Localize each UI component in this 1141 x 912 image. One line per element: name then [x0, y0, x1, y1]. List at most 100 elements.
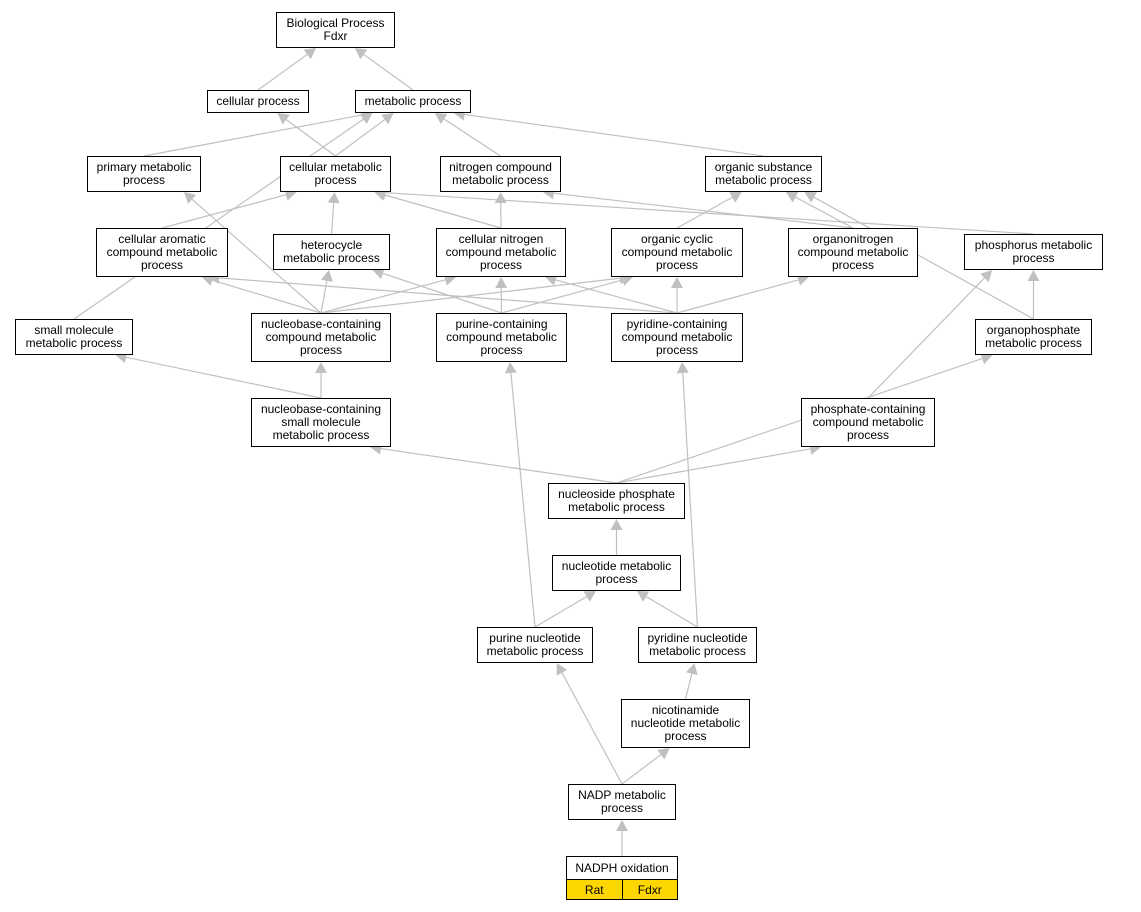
- node-nucleotide-metabolic-process[interactable]: nucleotide metabolic process: [552, 555, 681, 591]
- node-cellular-metabolic-process[interactable]: cellular metabolic process: [280, 156, 391, 192]
- edge-pyridine_containing-to-cellular_aromatic: [219, 277, 678, 314]
- arrowhead-pyridine_nucleotide-to-pyridine_containing: [676, 362, 689, 374]
- arrowhead-nucleoside_phosphate-to-organophosphate: [980, 352, 993, 365]
- node-pyridine-nucleotide-metabolic-process[interactable]: pyridine nucleotide metabolic process: [638, 627, 757, 663]
- edge-phosphorus-to-cellular_metabolic: [385, 192, 1034, 235]
- edge-cellular_metabolic-to-metabolic_process: [335, 119, 386, 157]
- arrowhead-phosphate_containing-to-phosphorus: [980, 270, 993, 283]
- arrowhead-organophosphate-to-phosphorus: [1027, 270, 1040, 281]
- node-phosphate-containing-compound-metabolic-process[interactable]: phosphate-containing compound metabolic …: [801, 398, 935, 447]
- node-phosphorus-metabolic-process[interactable]: phosphorus metabolic process: [964, 234, 1103, 270]
- edge-nucleoside_phosphate-to-phosphate_containing: [616, 448, 811, 484]
- arrowhead-organonitrogen-to-organic_substance: [785, 191, 799, 203]
- node-biological-process-fdxr[interactable]: Biological Process Fdxr: [276, 12, 395, 48]
- edge-nucleobase_compound-to-organic_cyclic: [320, 277, 620, 314]
- edge-pyridine_containing-to-organonitrogen: [676, 279, 799, 314]
- node-cellular-process[interactable]: cellular process: [207, 90, 309, 113]
- edge-pyridine_nucleotide-to-pyridine_containing: [682, 372, 699, 628]
- node-small-molecule-metabolic-process[interactable]: small molecule metabolic process: [15, 319, 133, 355]
- arrowhead-purine_containing-to-organic_cyclic: [620, 274, 634, 286]
- node-nadp-metabolic-process[interactable]: NADP metabolic process: [568, 784, 676, 820]
- node-organophosphate-metabolic-process[interactable]: organophosphate metabolic process: [975, 319, 1092, 355]
- edge-purine_nucleotide-to-purine_containing: [510, 372, 536, 628]
- arrowhead-nucleobase_compound-to-heterocycle: [320, 270, 333, 282]
- arrowhead-nadp-to-purine_nucleotide: [556, 663, 568, 676]
- arrowhead-nitrogen_compound-to-metabolic_process: [434, 113, 448, 125]
- node-label: cellular process: [216, 94, 300, 108]
- node-purine-containing-compound-metabolic-process[interactable]: purine-containing compound metabolic pro…: [436, 313, 567, 362]
- node-organonitrogen-compound-metabolic-process[interactable]: organonitrogen compound metabolic proces…: [788, 228, 918, 277]
- edge-pyridine_containing-to-cellular_nitrogen: [555, 279, 678, 314]
- edge-nucleoside_phosphate-to-organophosphate: [616, 357, 983, 484]
- node-label: primary metabolic process: [96, 160, 192, 187]
- edge-cellular_nitrogen-to-cellular_metabolic: [384, 194, 502, 229]
- arrowhead-cellular_metabolic-to-cellular_process: [277, 113, 290, 125]
- arrowhead-organophosphate-to-organic_substance: [804, 192, 817, 203]
- edge-purine_nucleotide-to-nucleotide: [534, 596, 587, 628]
- node-nucleobase-containing-compound-metabolic-process[interactable]: nucleobase-containing compound metabolic…: [251, 313, 391, 362]
- node-label: NADP metabolic process: [578, 788, 666, 815]
- node-label: metabolic process: [364, 94, 462, 108]
- arrowhead-leaf-to-nadp: [616, 820, 628, 831]
- node-cellular-nitrogen-compound-metabolic-process[interactable]: cellular nitrogen compound metabolic pro…: [436, 228, 566, 277]
- edge-nucleobase_small-to-small_molecule: [125, 356, 322, 399]
- tag-rat[interactable]: Rat: [567, 880, 622, 899]
- edge-nucleobase_compound-to-primary_metabolic: [191, 198, 322, 314]
- node-label: organic substance metabolic process: [714, 160, 813, 187]
- tag-fdxr[interactable]: Fdxr: [621, 880, 677, 899]
- arrowhead-pyridine_containing-to-organic_cyclic: [671, 277, 683, 288]
- edge-nucleobase_compound-to-cellular_aromatic: [212, 279, 322, 314]
- edge-nadp-to-nicotinamide: [621, 754, 662, 785]
- node-label: nucleobase-containing small molecule met…: [260, 402, 382, 442]
- node-label: small molecule metabolic process: [25, 323, 123, 350]
- node-label: nucleoside phosphate metabolic process: [558, 487, 675, 514]
- node-label: organic cyclic compound metabolic proces…: [621, 232, 733, 272]
- arrowhead-cellular_nitrogen-to-nitrogen_compound: [494, 192, 507, 204]
- node-label: cellular nitrogen compound metabolic pro…: [445, 232, 557, 272]
- arrowhead-nucleobase_small-to-nucleobase_compound: [315, 362, 327, 373]
- arrowhead-nadp-to-nicotinamide: [657, 748, 670, 760]
- node-nucleoside-phosphate-metabolic-process[interactable]: nucleoside phosphate metabolic process: [548, 483, 685, 519]
- edge-nucleoside_phosphate-to-nucleobase_small: [380, 447, 617, 484]
- arrowhead-purine_nucleotide-to-nucleotide: [583, 591, 597, 602]
- edge-metabolic_process-to-root: [363, 53, 414, 91]
- arrowhead-pyridine_nucleotide-to-nucleotide: [636, 591, 650, 602]
- node-label: phosphorus metabolic process: [974, 238, 1093, 265]
- node-metabolic-process[interactable]: metabolic process: [355, 90, 471, 113]
- arrowhead-pyridine_containing-to-cellular_nitrogen: [545, 274, 558, 286]
- node-label: nitrogen compound metabolic process: [449, 160, 552, 187]
- node-nadph-oxidation[interactable]: NADPH oxidation Rat Fdxr: [566, 856, 678, 900]
- arrowhead-nicotinamide-to-pyridine_nucleotide: [686, 663, 698, 676]
- arrowhead-purine_containing-to-cellular_nitrogen: [495, 277, 508, 289]
- node-primary-metabolic-process[interactable]: primary metabolic process: [87, 156, 201, 192]
- node-nucleobase-containing-small-molecule-metabolic-process[interactable]: nucleobase-containing small molecule met…: [251, 398, 391, 447]
- edge-purine_containing-to-organic_cyclic: [501, 279, 623, 314]
- node-organic-cyclic-compound-metabolic-process[interactable]: organic cyclic compound metabolic proces…: [611, 228, 743, 277]
- node-nicotinamide-nucleotide-metabolic-process[interactable]: nicotinamide nucleotide metabolic proces…: [621, 699, 750, 748]
- edge-organophosphate-to-organic_substance: [813, 196, 1034, 320]
- arrowhead-nucleobase_compound-to-primary_metabolic: [183, 192, 197, 204]
- edge-small_molecule-to-metabolic_process: [73, 118, 364, 320]
- node-cellular-aromatic-compound-metabolic-process[interactable]: cellular aromatic compound metabolic pro…: [96, 228, 228, 277]
- node-label: pyridine-containing compound metabolic p…: [621, 317, 733, 357]
- arrowhead-pyridine_containing-to-organonitrogen: [796, 274, 809, 286]
- edge-heterocycle-to-cellular_metabolic: [330, 202, 335, 235]
- edge-nucleobase_compound-to-cellular_nitrogen: [320, 279, 446, 314]
- node-label: nucleobase-containing compound metabolic…: [260, 317, 382, 357]
- node-label: nicotinamide nucleotide metabolic proces…: [630, 703, 741, 743]
- node-label: organophosphate metabolic process: [985, 323, 1082, 350]
- edge-nitrogen_compound-to-metabolic_process: [443, 118, 501, 157]
- arrowhead-small_molecule-to-metabolic_process: [359, 113, 373, 125]
- node-label: purine-containing compound metabolic pro…: [446, 317, 557, 357]
- node-heterocycle-metabolic-process[interactable]: heterocycle metabolic process: [273, 234, 390, 270]
- edge-primary_metabolic-to-metabolic_process: [143, 114, 362, 157]
- node-nitrogen-compound-metabolic-process[interactable]: nitrogen compound metabolic process: [440, 156, 561, 192]
- node-purine-nucleotide-metabolic-process[interactable]: purine nucleotide metabolic process: [477, 627, 593, 663]
- node-organic-substance-metabolic-process[interactable]: organic substance metabolic process: [705, 156, 822, 192]
- node-label: cellular aromatic compound metabolic pro…: [106, 232, 218, 272]
- node-pyridine-containing-compound-metabolic-process[interactable]: pyridine-containing compound metabolic p…: [611, 313, 743, 362]
- arrowhead-cellular_metabolic-to-metabolic_process: [381, 113, 394, 125]
- node-label: Biological Process Fdxr: [286, 16, 385, 43]
